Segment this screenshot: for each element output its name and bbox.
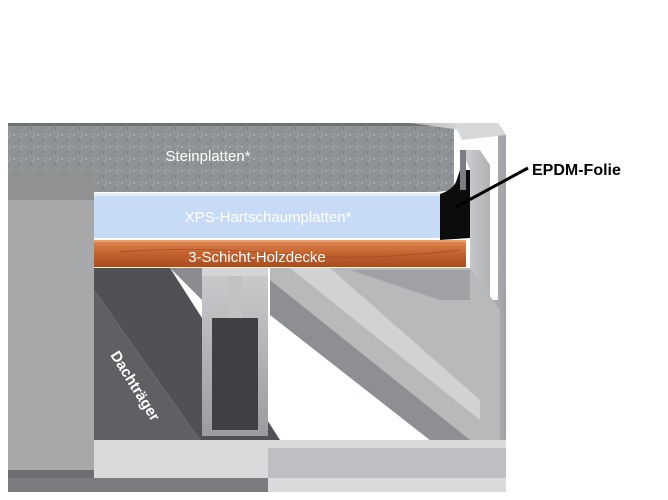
gutter-profile bbox=[270, 268, 500, 448]
left-wall bbox=[8, 168, 94, 492]
label-epdm: EPDM-Folie bbox=[532, 162, 621, 179]
label-wood-deck: 3-Schicht-Holzdecke bbox=[188, 249, 326, 266]
stone-tiles bbox=[8, 123, 454, 192]
wood-deck bbox=[94, 240, 466, 267]
edge-profile bbox=[410, 123, 506, 448]
support-profile bbox=[170, 268, 268, 436]
label-xps: XPS-Hartschaumplatten* bbox=[185, 209, 352, 226]
base-strip bbox=[8, 440, 506, 492]
label-stone-tiles: Steinplatten* bbox=[165, 148, 250, 165]
epdm-leader-line bbox=[455, 166, 529, 209]
xps-insulation-layer bbox=[94, 193, 440, 238]
